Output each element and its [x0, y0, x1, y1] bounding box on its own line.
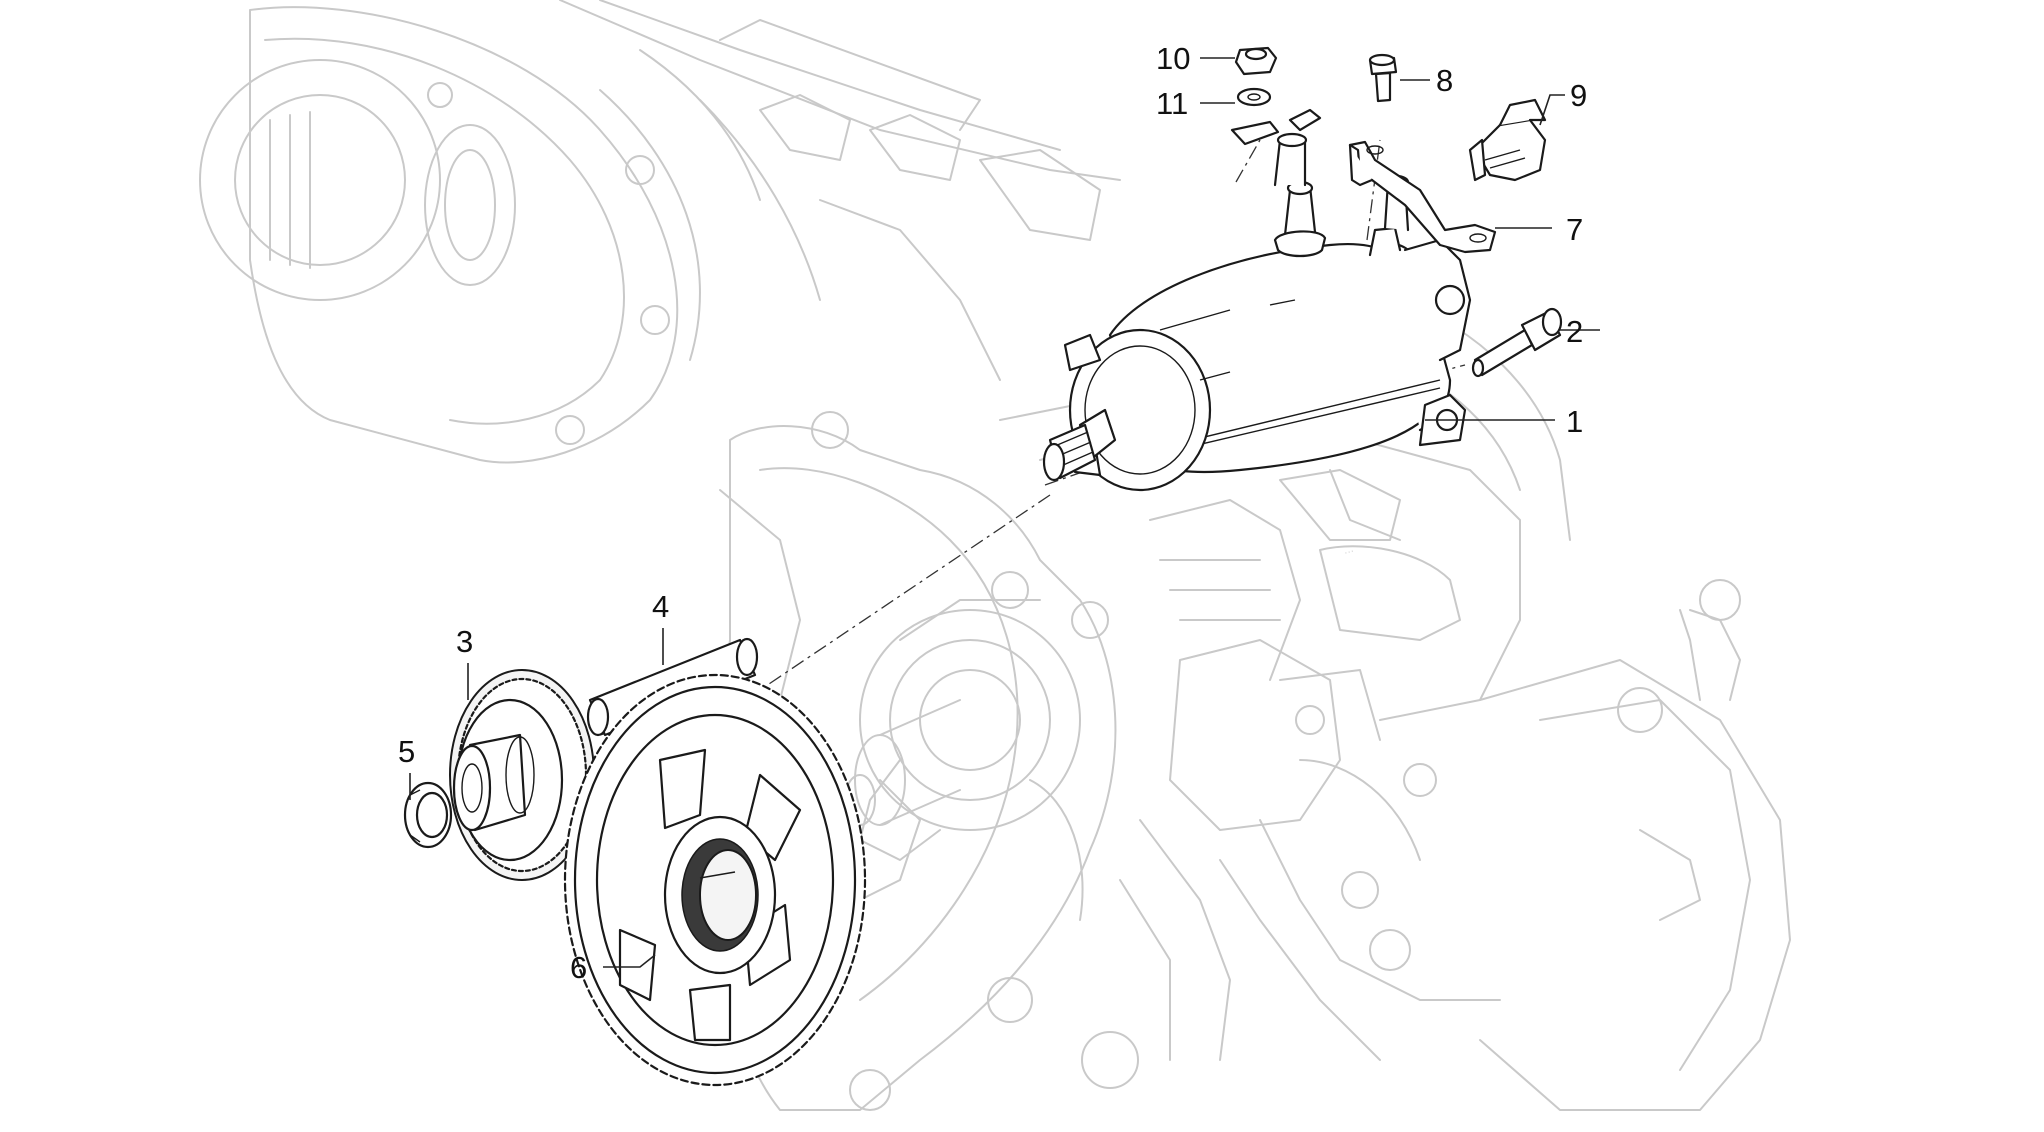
callout-7: 7	[1566, 212, 1583, 247]
callout-2: 2	[1566, 314, 1583, 349]
svg-text:···: ···	[1343, 546, 1356, 559]
callout-3: 3	[456, 624, 473, 659]
callout-5: 5	[398, 734, 415, 769]
seal-ring	[403, 781, 453, 849]
starter-motor	[1042, 132, 1472, 492]
callout-10: 10	[1156, 41, 1190, 76]
engine-background: ···	[199, 0, 1791, 1111]
callout-9: 9	[1570, 78, 1587, 113]
bracket-bolt	[1368, 53, 1398, 103]
leader-lines	[409, 57, 1600, 968]
terminal-nut	[1234, 46, 1278, 76]
callout-1: 1	[1566, 404, 1583, 439]
callout-labels: 1 2 3 4 5 6 7 8 9 10 11	[398, 41, 1587, 985]
callout-11: 11	[1156, 86, 1188, 121]
starter-ring-gear	[563, 673, 867, 1087]
callout-6: 6	[570, 950, 587, 985]
callout-4: 4	[652, 589, 669, 624]
wire-connector	[1468, 98, 1547, 182]
idler-gear	[449, 669, 595, 881]
callout-8: 8	[1436, 63, 1453, 98]
terminal-washer	[1230, 87, 1322, 146]
starter-bolt	[1471, 307, 1563, 378]
mounting-bracket	[1348, 140, 1497, 254]
